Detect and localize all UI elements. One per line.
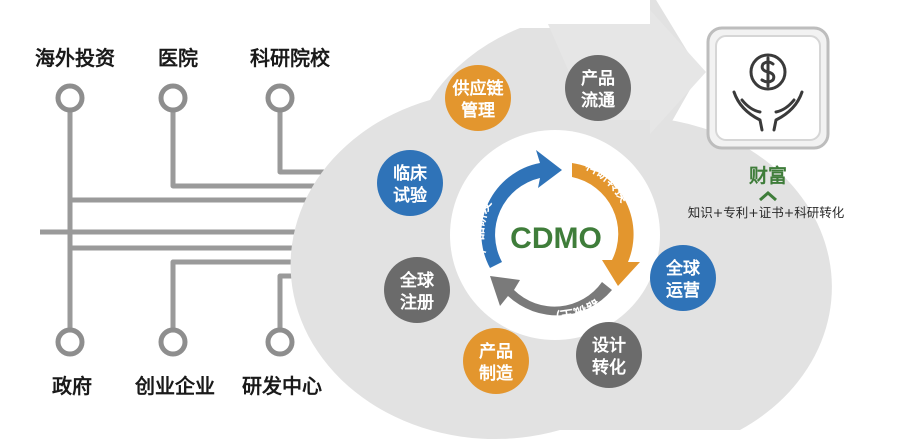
source-label-overseas: 海外投资 <box>35 46 115 70</box>
service-label: 供应链 <box>452 78 505 99</box>
service-circle <box>384 257 450 323</box>
service-label: 转化 <box>592 357 626 378</box>
service-label: 注册 <box>400 292 434 313</box>
source-nodes <box>55 83 295 357</box>
service-label: 产品 <box>581 68 615 89</box>
cdmo-title: CDMO <box>510 222 602 255</box>
service-label: 试验 <box>393 185 428 206</box>
source-label-startup: 创业企业 <box>134 374 215 398</box>
source-label-rd-center: 研发中心 <box>242 374 322 398</box>
wealth-title: 财富 <box>749 164 787 187</box>
money-hands-icon <box>732 53 804 132</box>
service-circle <box>445 65 511 131</box>
cdmo-cycle <box>481 150 640 316</box>
source-label-research-institute: 科研院校 <box>250 46 331 70</box>
service-circle <box>377 150 443 216</box>
service-label: 运营 <box>666 280 700 301</box>
service-circle <box>650 245 716 311</box>
service-label: 全球 <box>665 258 701 279</box>
wealth-subtitle: 知识+专利+证书+科研转化 <box>688 205 845 220</box>
service-label: 临床 <box>393 163 428 184</box>
service-label: 制造 <box>479 363 514 384</box>
service-circle <box>565 55 631 121</box>
arc-device-production <box>490 276 612 316</box>
arc-research-conversion <box>572 163 640 286</box>
service-label: 设计 <box>592 335 626 356</box>
service-label: 全球 <box>399 270 435 291</box>
wealth-panel: 财富 知识+专利+证书+科研转化 <box>688 26 845 220</box>
service-label: 流通 <box>581 90 615 111</box>
source-label-government: 政府 <box>52 374 92 398</box>
connector-lines <box>40 100 360 330</box>
service-label: 产品 <box>479 341 513 362</box>
service-label: 管理 <box>461 100 495 121</box>
service-circle <box>463 328 529 394</box>
service-circle <box>576 322 642 388</box>
chevron-up-icon <box>759 191 777 202</box>
source-label-hospital: 医院 <box>158 46 198 70</box>
arc-product-rd <box>481 150 562 268</box>
